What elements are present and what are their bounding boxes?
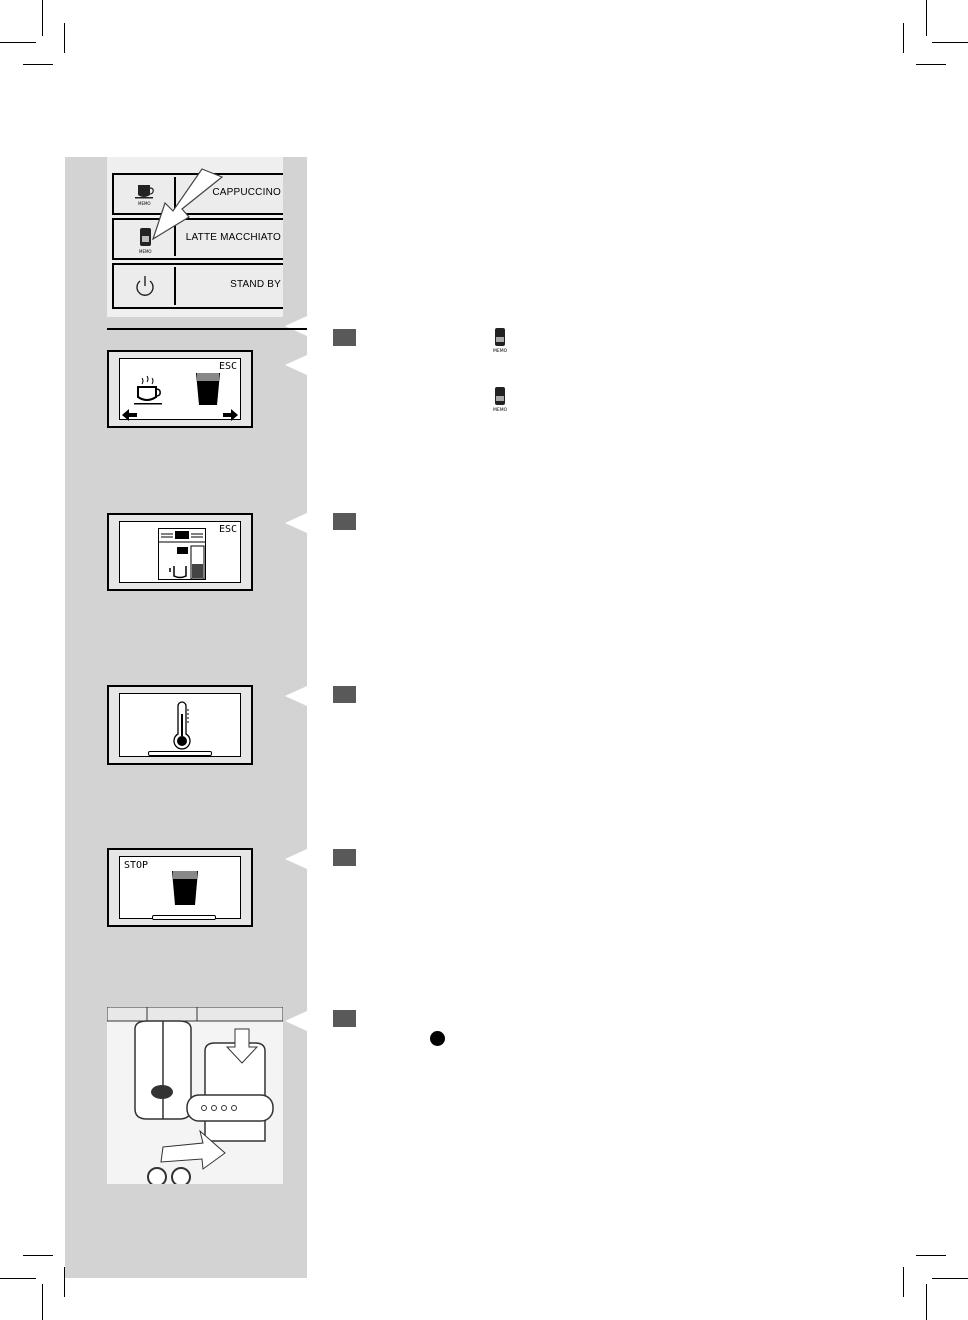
control-panel-illustration: MEMO CAPPUCCINO MEMO LATTE MACCHIATO STA…	[107, 157, 283, 317]
standby-label: STAND BY	[230, 279, 281, 290]
esc-label: ESC	[218, 524, 237, 535]
cappuccino-button: MEMO	[116, 177, 176, 211]
crop-mark	[903, 1267, 904, 1297]
arrow-left-icon[interactable]	[122, 409, 138, 421]
display-screen-4: STOP	[107, 848, 253, 927]
power-icon	[136, 276, 154, 296]
crop-mark	[916, 1255, 946, 1256]
standby-button	[116, 267, 176, 305]
crop-mark	[42, 1284, 43, 1320]
latte-memo-icon: MEMO	[493, 387, 508, 413]
svg-text:MEMO: MEMO	[139, 249, 152, 254]
esc-label: ESC	[218, 361, 237, 372]
crop-mark	[0, 42, 36, 43]
crop-mark	[42, 0, 43, 36]
display-screen-1: ESC	[107, 350, 253, 428]
step-number-1	[333, 329, 356, 346]
pointer-notch	[285, 513, 307, 533]
hot-cup-icon	[134, 375, 162, 405]
filled-circle-icon	[430, 1031, 445, 1046]
panel-row-standby: STAND BY	[112, 263, 283, 309]
milk-carafe-photo	[107, 1007, 283, 1184]
latte-memo-icon: MEMO	[493, 328, 508, 354]
crop-mark	[926, 0, 927, 36]
crop-mark	[23, 64, 53, 65]
step-number-2	[333, 513, 356, 530]
crop-mark	[926, 1284, 927, 1320]
crop-mark	[903, 23, 904, 53]
progress-bar	[152, 915, 216, 920]
machine-dispense-icon	[158, 528, 206, 580]
divider	[107, 328, 307, 330]
crop-mark	[932, 1278, 968, 1279]
crop-mark	[916, 64, 946, 65]
pointer-notch	[285, 849, 307, 869]
pointer-notch	[285, 686, 307, 706]
cappuccino-label: CAPPUCCINO	[212, 187, 281, 198]
stop-label: STOP	[124, 860, 149, 871]
pointer-notch	[285, 316, 307, 336]
crop-mark	[932, 42, 968, 43]
cappuccino-cup-icon: MEMO	[135, 185, 154, 206]
crop-mark	[64, 1267, 65, 1297]
crop-mark	[64, 23, 65, 53]
panel-row-latte: MEMO LATTE MACCHIATO	[112, 218, 283, 260]
crop-mark	[23, 1255, 53, 1256]
latte-glass-icon: MEMO	[139, 228, 152, 254]
pointer-notch	[285, 1011, 307, 1031]
latte-glass-icon	[172, 871, 198, 905]
step-number-5	[333, 1010, 356, 1027]
thermometer-icon	[173, 701, 191, 750]
display-screen-3	[107, 685, 253, 765]
latte-button: MEMO	[116, 222, 176, 256]
pointer-notch	[285, 355, 307, 375]
svg-text:MEMO: MEMO	[493, 348, 508, 354]
step-number-3	[333, 686, 356, 703]
svg-text:MEMO: MEMO	[138, 201, 151, 206]
press-arrow-icon	[151, 168, 224, 241]
latte-macchiato-label: LATTE MACCHIATO	[185, 232, 281, 243]
progress-bar	[148, 751, 212, 756]
display-screen-2: ESC	[107, 513, 253, 591]
crop-mark	[0, 1278, 36, 1279]
step-number-4	[333, 849, 356, 866]
arrow-right-icon[interactable]	[222, 409, 238, 421]
svg-text:MEMO: MEMO	[493, 407, 508, 413]
latte-glass-icon	[196, 373, 220, 405]
milk-carafe-illustration	[107, 1007, 283, 1184]
